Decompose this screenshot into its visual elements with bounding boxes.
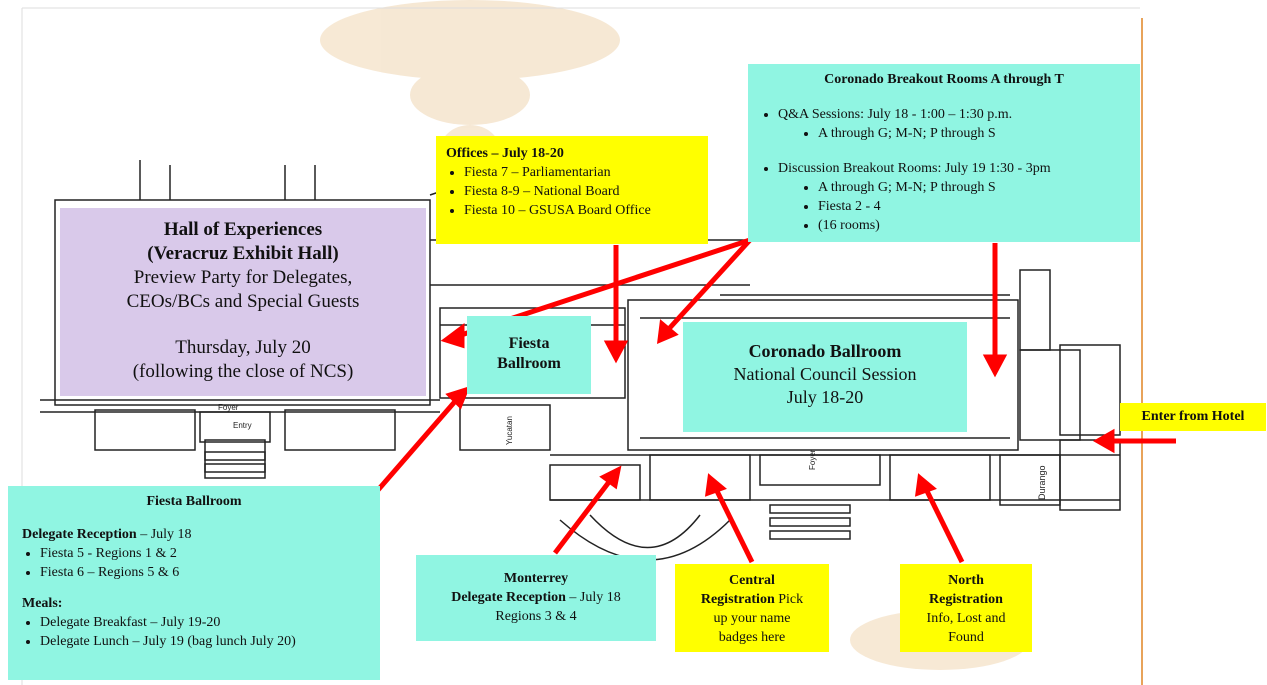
- direction-arrows: [376, 237, 1176, 564]
- offices-title: Offices – July 18-20: [446, 146, 564, 161]
- fiesta-ballroom-label: Fiesta Ballroom: [467, 316, 591, 394]
- breakout-qa-rooms: A through G; M-N; P through S: [818, 124, 1128, 143]
- hall-line4: (following the close of NCS): [132, 361, 354, 382]
- hall-line3: Thursday, July 20: [175, 337, 311, 358]
- arrow-breakout-coronado-t-head: [982, 354, 1008, 378]
- breakout-list: Q&A Sessions: July 18 - 1:00 – 1:30 p.m.…: [760, 105, 1128, 143]
- central-registration-box: Central Registration Pick up your name b…: [675, 564, 829, 652]
- breakout-disc-rooms: A through G; M-N; P through S: [818, 178, 1128, 197]
- fiesta-reception-item: Fiesta 5 - Regions 1 & 2: [40, 544, 366, 563]
- office-item: Fiesta 10 – GSUSA Board Office: [464, 201, 698, 220]
- arrow-fiesta-reception-head: [445, 386, 471, 410]
- monterrey-regions: Regions 3 & 4: [495, 609, 577, 624]
- arrow-breakout-coronado-a-head: [656, 319, 679, 345]
- coronado-ballroom-dates: July 18-20: [786, 387, 864, 407]
- hall-title: Hall of Experiences: [163, 219, 323, 240]
- breakout-title: Coronado Breakout Rooms A through T: [824, 72, 1064, 87]
- arrow-north-registration: [922, 485, 965, 564]
- offices-list: Fiesta 7 – Parliamentarian Fiesta 8-9 – …: [446, 163, 698, 220]
- north-registration-box: North Registration Info, Lost and Found: [900, 564, 1032, 652]
- fiesta-reception-item: Fiesta 6 – Regions 5 & 6: [40, 563, 366, 582]
- arrow-enter-hotel-head: [1092, 428, 1115, 454]
- coronado-ballroom-event: National Council Session: [733, 364, 917, 384]
- coronado-ballroom-label: Coronado Ballroom National Council Sessi…: [683, 322, 967, 432]
- offices-box: Offices – July 18-20 Fiesta 7 – Parliame…: [436, 136, 708, 244]
- fiesta-info-title: Fiesta Ballroom: [146, 494, 242, 509]
- meals-title: Meals:: [22, 596, 63, 611]
- coronado-ballroom-title: Coronado Ballroom: [748, 341, 902, 361]
- arrow-central-registration: [712, 485, 755, 564]
- hall-of-experiences-box: Hall of Experiences (Veracruz Exhibit Ha…: [60, 208, 426, 396]
- fiesta-reception-line: Delegate Reception – July 18: [22, 527, 192, 542]
- entry-label: Entry: [233, 421, 252, 430]
- coronado-breakout-box: Coronado Breakout Rooms A through T Q&A …: [748, 64, 1140, 242]
- breakout-disc-count: (16 rooms): [818, 216, 1128, 235]
- breakout-disc-fiesta: Fiesta 2 - 4: [818, 197, 1128, 216]
- arrow-offices-head: [603, 340, 629, 364]
- office-item: Fiesta 7 – Parliamentarian: [464, 163, 698, 182]
- office-item: Fiesta 8-9 – National Board: [464, 182, 698, 201]
- yucatan-label: Yucatan: [505, 416, 514, 445]
- foyer-left-label: Foyer: [218, 403, 239, 412]
- arrow-breakout-fiesta-head: [440, 323, 465, 349]
- enter-from-hotel-label: Enter from Hotel: [1120, 403, 1266, 431]
- monterrey-reception: Delegate Reception – July 18: [451, 590, 621, 605]
- foyer-center-label: Foyer: [808, 449, 817, 470]
- hall-line2: CEOs/BCs and Special Guests: [126, 291, 360, 312]
- monterrey-box: Monterrey Delegate Reception – July 18 R…: [416, 555, 656, 641]
- arrow-monterrey-head: [599, 465, 622, 490]
- arrow-fiesta-reception: [376, 396, 460, 492]
- monterrey-title: Monterrey: [503, 571, 569, 586]
- arrow-central-registration-head: [704, 473, 727, 497]
- hall-line1: Preview Party for Delegates,: [133, 267, 353, 288]
- meal-item: Delegate Breakfast – July 19-20: [40, 613, 366, 632]
- hall-subtitle: (Veracruz Exhibit Hall): [147, 243, 339, 264]
- arrow-north-registration-head: [914, 473, 937, 497]
- arrow-monterrey: [553, 476, 614, 555]
- durango-label: Durango: [1037, 465, 1047, 500]
- breakout-qa: Q&A Sessions: July 18 - 1:00 – 1:30 p.m.…: [778, 105, 1128, 143]
- breakout-discussion: Discussion Breakout Rooms: July 19 1:30 …: [778, 159, 1128, 235]
- fiesta-ballroom-info-box: Fiesta Ballroom Delegate Reception – Jul…: [8, 486, 380, 680]
- arrow-breakout-coronado-a: [664, 238, 752, 334]
- meal-item: Delegate Lunch – July 19 (bag lunch July…: [40, 632, 366, 651]
